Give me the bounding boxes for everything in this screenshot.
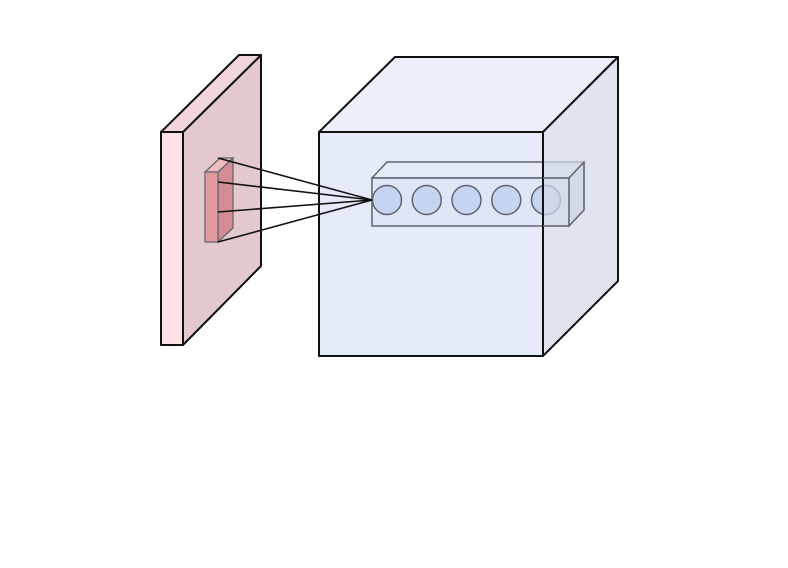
neuron-2 xyxy=(411,184,442,216)
connection-line-1 xyxy=(217,157,373,201)
neuron-column-side-outline xyxy=(543,161,585,227)
connection-line-3 xyxy=(217,199,373,213)
output-volume-side-face xyxy=(542,56,619,357)
connection-line-2 xyxy=(217,181,373,201)
receptive-field-front-face xyxy=(204,171,219,243)
neuron-1 xyxy=(371,184,403,216)
input-layer-front-face xyxy=(160,131,184,346)
neuron-3 xyxy=(451,184,482,216)
connection-lines xyxy=(217,157,373,243)
receptive-field xyxy=(203,156,235,244)
connection-line-4 xyxy=(217,199,373,243)
neuron-4 xyxy=(491,184,522,216)
